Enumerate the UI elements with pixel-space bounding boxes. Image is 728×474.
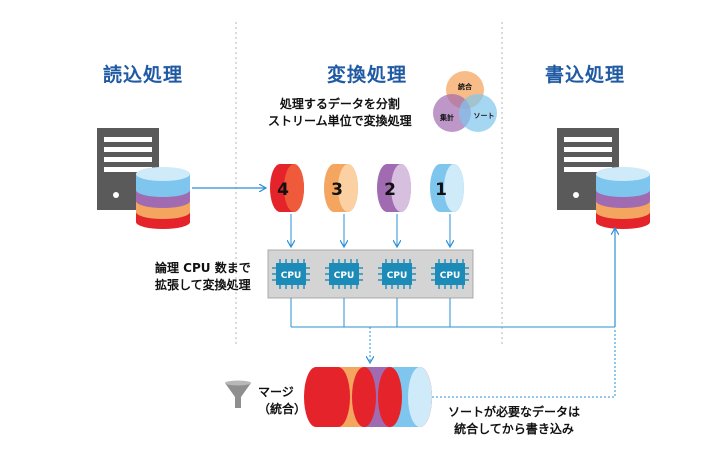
read-title: 読込処理 — [103, 64, 184, 86]
transform-caption: 処理するデータを分割 ストリーム単位で変換処理 — [268, 96, 412, 130]
bottom-caption-line2: 統合してから書き込み — [454, 422, 574, 436]
bottom-caption: ソートが必要なデータは 統合してから書き込み — [448, 404, 580, 438]
stream-2-label: 2 — [384, 180, 396, 200]
read-database-icon — [136, 167, 190, 229]
merge-label-line2: （統合） — [258, 402, 307, 416]
merged-cylinder — [304, 367, 432, 427]
merge-to-write-line — [432, 330, 616, 398]
transform-caption-line1: 処理するデータを分割 — [279, 97, 400, 111]
stream-2: 2 — [377, 164, 411, 212]
cpu-chip-1-label: CPU — [281, 271, 302, 281]
stream-3: 3 — [324, 164, 358, 212]
merge-label: マージ （統合） — [258, 384, 306, 418]
venn-right-label: ソート — [474, 112, 495, 120]
cpu-caption-line1: 論理 CPU 数まで — [155, 261, 251, 275]
stream-1: 1 — [430, 164, 464, 212]
stream-4-label: 4 — [277, 180, 289, 200]
cpu-chip-1: CPU — [272, 259, 310, 289]
cpu-caption: 論理 CPU 数まで 拡張して変換処理 — [155, 260, 251, 294]
cpu-chip-4: CPU — [431, 259, 469, 289]
cpu-output-lines — [290, 298, 615, 328]
transform-title: 変換処理 — [327, 64, 408, 86]
cpu-caption-line2: 拡張して変換処理 — [155, 278, 251, 292]
cpu-chip-3-label: CPU — [387, 271, 408, 281]
venn-left-label: 集計 — [439, 113, 454, 122]
write-title: 書込処理 — [545, 64, 626, 86]
write-database-icon — [596, 167, 650, 229]
venn-diagram: 統合 集計 ソート — [433, 71, 497, 132]
merge-label-line1: マージ — [258, 385, 294, 399]
bottom-caption-line1: ソートが必要なデータは — [448, 405, 581, 419]
stream-4: 4 — [270, 164, 304, 212]
stream-3-label: 3 — [331, 180, 343, 200]
venn-top-label: 統合 — [458, 82, 473, 91]
cpu-chip-2-label: CPU — [334, 271, 355, 281]
cpu-chip-3: CPU — [378, 259, 416, 289]
transform-caption-line2: ストリーム単位で変換処理 — [268, 114, 412, 128]
cpu-chip-2: CPU — [325, 259, 363, 289]
funnel-icon — [225, 380, 251, 408]
cpu-chip-4-label: CPU — [440, 271, 461, 281]
stream-1-label: 1 — [435, 180, 447, 200]
